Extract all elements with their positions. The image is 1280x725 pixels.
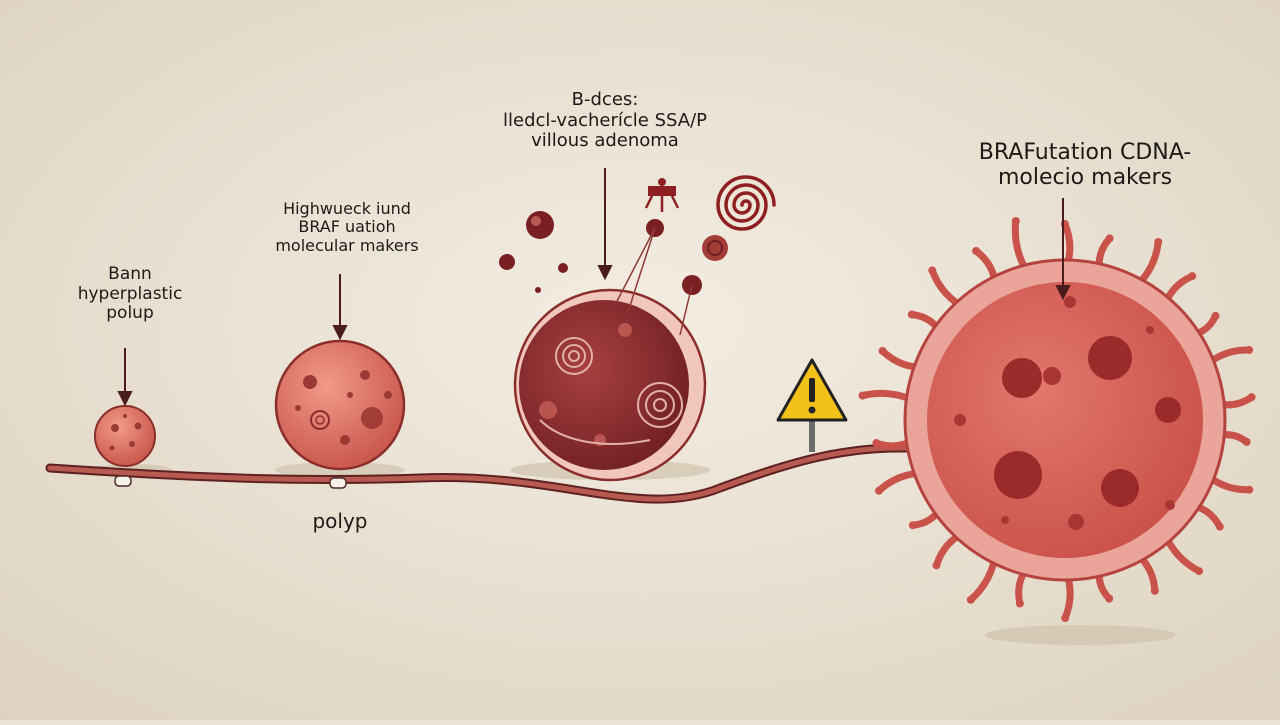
cell-spike-tip (1211, 311, 1220, 320)
cell-spike-tip (1195, 567, 1204, 576)
cell-spike-tip (908, 521, 917, 530)
receptor-icon (644, 178, 680, 212)
cell-spike-tip (1150, 586, 1159, 595)
cell-spike-tip (932, 561, 941, 570)
stage-label-3-line-1: B-dces: (571, 89, 639, 110)
shadow-4 (985, 625, 1175, 645)
pointer-arrows (117, 168, 1071, 407)
stage-label-1-line-1: Bann (108, 264, 152, 284)
stage-label-4-line-1: BRAFutation CDNA- (978, 140, 1192, 165)
stage-label-3-line-3: villous adenoma (531, 130, 679, 152)
cell-spike-tip (1242, 437, 1251, 446)
vessel-clip-2 (329, 477, 347, 489)
stage-label-3-line-2: lledcl-vacherícle SSA/P (503, 109, 707, 131)
cell-spike-tip (1015, 599, 1024, 608)
cell-spike-tip (874, 486, 883, 495)
cell-spike-tip (1105, 234, 1114, 243)
adenoma-stage-3 (513, 288, 707, 482)
polyp-stage-2 (274, 339, 406, 471)
stage-label-2: Highwueck iund BRAF uatioh molecular mak… (252, 199, 442, 255)
cell-spike-tip (1245, 485, 1254, 494)
stage-label-4: BRAFutation CDNA- molecio makers (920, 140, 1250, 191)
cell-spike-tip (928, 266, 937, 275)
cell-spike-tip (1154, 237, 1163, 246)
vessel-clip-1 (114, 475, 132, 487)
polyp-bottom-label: polyp (312, 509, 368, 533)
stage-label-1-line-2: hyperplastic (77, 283, 183, 304)
cell-spike-tip (966, 595, 975, 604)
cell-spike-tip (1245, 345, 1254, 354)
cell-spike-tip (858, 391, 867, 400)
cell-spike-tip (1105, 594, 1114, 603)
stage-label-4-line-2: molecio makers (997, 165, 1173, 191)
floating-particles (499, 211, 728, 336)
cell-spike-tip (907, 310, 916, 319)
cell-spike-tip (1188, 272, 1197, 281)
cell-spike-tip (1215, 522, 1224, 531)
cell-spike-tip (1011, 216, 1020, 225)
stage-label-1: Bann hyperplastic polup (62, 264, 198, 324)
cancer-cell-stage-4 (858, 216, 1256, 622)
cell-spike-tip (872, 439, 881, 448)
cell-spike-tip (972, 246, 981, 255)
stage-label-2-line-2: BRAF uatioh (298, 217, 396, 237)
stage-label-1-line-3: polup (106, 303, 154, 324)
stage-label-3: B-dces: lledcl-vacherícle SSA/P villous … (490, 89, 720, 152)
polyp-stage-1 (94, 405, 156, 467)
cell-spike-tip (1061, 613, 1070, 622)
cell-spike-tip (878, 347, 887, 356)
stage-label-2-line-1: Highwueck iund (283, 199, 411, 218)
cell-spike-tip (1247, 393, 1256, 402)
spiral-icon (716, 175, 776, 231)
warning-icon (776, 358, 848, 452)
stage-label-2-line-3: molecular makers (275, 235, 419, 255)
